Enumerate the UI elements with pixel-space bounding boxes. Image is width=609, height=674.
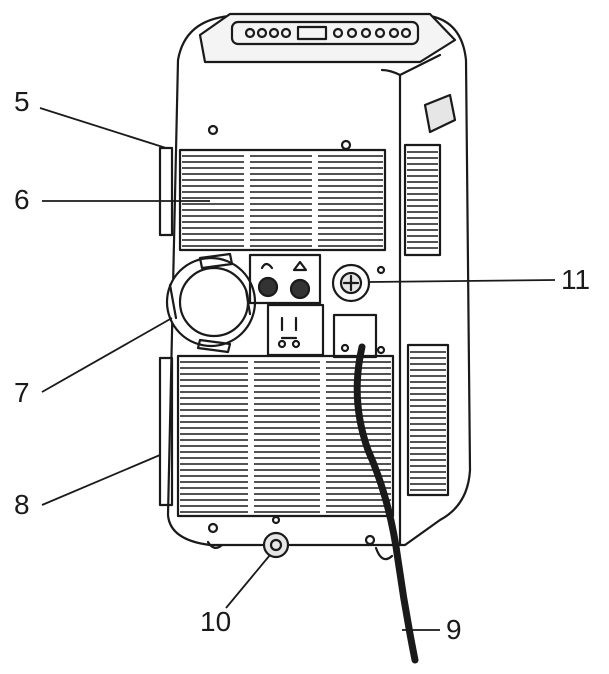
screw-top-left <box>207 124 219 136</box>
caster-left <box>206 540 224 549</box>
screw-right-2 <box>376 345 386 355</box>
outlet-socket <box>280 316 298 340</box>
side-panel-edge <box>380 53 442 547</box>
callout-11: 11 <box>561 264 591 295</box>
screw-right <box>376 265 386 275</box>
top-panel <box>198 12 457 64</box>
control-strip <box>230 20 420 46</box>
outlet-panel <box>266 303 325 357</box>
leader-7 <box>41 317 173 393</box>
power-cord <box>353 343 419 664</box>
drain-icons <box>260 260 308 272</box>
leader-11 <box>367 279 556 283</box>
drain-panel <box>248 253 322 305</box>
callout-7: 7 <box>14 377 30 408</box>
bottom-drain <box>262 531 290 559</box>
carry-handle <box>423 93 457 134</box>
grille-slats <box>180 151 446 513</box>
exhaust-tabs <box>168 252 252 354</box>
callout-6: 6 <box>14 184 30 215</box>
control-buttons <box>244 25 412 41</box>
callout-5: 5 <box>14 86 30 117</box>
leader-5 <box>39 107 167 149</box>
leader-lines <box>39 107 556 631</box>
screw-bottom-right <box>364 534 376 546</box>
side-grille-upper <box>403 143 442 257</box>
callout-9: 9 <box>446 614 462 645</box>
power-inlet <box>332 313 378 359</box>
reset-button-outer <box>331 263 371 303</box>
callout-8: 8 <box>14 489 30 520</box>
upper-filter-frame <box>158 146 174 237</box>
leader-8 <box>41 454 161 506</box>
drain-outlet-left <box>257 276 279 298</box>
screw-bottom-left <box>207 522 219 534</box>
leader-10 <box>225 554 271 609</box>
callout-10: 10 <box>200 606 232 637</box>
caster-right <box>374 546 394 561</box>
lower-filter-frame <box>158 356 174 507</box>
upper-grille <box>178 148 387 252</box>
side-grille-lower <box>406 343 450 497</box>
drain-outlet-right <box>289 278 311 300</box>
